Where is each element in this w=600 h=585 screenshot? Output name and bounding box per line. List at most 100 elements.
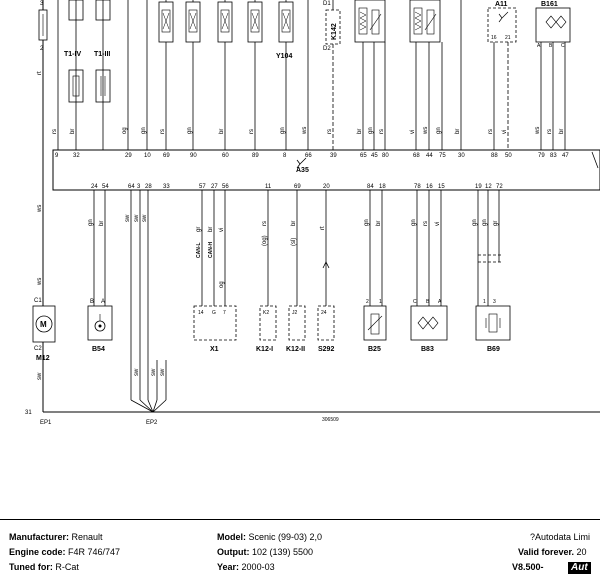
a11-pin-16: 16	[491, 35, 497, 41]
a11-pin-21: 21	[505, 35, 511, 41]
module-top-wire: ws	[423, 127, 429, 135]
module-top-pin: 66	[305, 153, 312, 159]
pin-d2: D2	[323, 46, 331, 52]
engine-value: F4R 746/747	[68, 547, 121, 557]
b83-pin-a: A	[438, 299, 442, 305]
label-k142: K142	[331, 23, 338, 40]
pin-d1: D1	[323, 1, 331, 7]
b54-wire-br: br	[99, 221, 105, 226]
module-top-wire: br	[219, 129, 225, 134]
wire-rt-left: rt	[37, 71, 43, 75]
module-top-wire: gn	[141, 127, 147, 134]
sensor-group-1	[354, 0, 386, 150]
ep2-wire-sw-3: sw	[142, 214, 148, 222]
ep2-wire-sw-1: sw	[125, 214, 131, 222]
manufacturer-row: Manufacturer: Renault	[9, 532, 103, 542]
b161-pin-c: C	[561, 43, 565, 49]
ground-ep2: EP2	[146, 420, 158, 426]
module-top-wire: gn	[368, 127, 374, 134]
m12-wire-ws-2: ws	[37, 278, 43, 286]
module-top-pin: 89	[252, 153, 259, 159]
label-m12: M12	[36, 355, 50, 362]
module-top-pin: 83	[550, 153, 557, 159]
module-top-pin: 8	[283, 153, 287, 159]
module-top-wire: rs	[547, 129, 553, 134]
sensor-b161: B161 A B C	[535, 1, 571, 150]
k12ii-pin: J2	[292, 310, 298, 316]
version-text: V8.500-	[512, 562, 544, 572]
transformer-t1-iii: T1-III	[94, 0, 111, 150]
module-top-pin: 75	[439, 153, 446, 159]
module-top-wire: rs	[160, 129, 166, 134]
connector-k12: K2 J2 K12-I K12-II rs br (og) (sl)	[256, 190, 306, 353]
transistor-icon	[296, 157, 307, 169]
module-bottom-pin: 16	[426, 184, 433, 190]
b161-pin-b: B	[549, 43, 553, 49]
module-a35	[52, 149, 600, 191]
b161-pin-a: A	[537, 43, 541, 49]
module-bottom-pin: 11	[265, 184, 272, 190]
relay-k142: K142 D1 D2	[323, 0, 341, 150]
tuned-value: R-Cat	[55, 562, 79, 572]
label-a11: A11	[495, 1, 508, 8]
copyright-text: ?Autodata Limi	[530, 532, 591, 542]
label-b69: B69	[487, 346, 500, 353]
module-top-pin: 88	[491, 153, 498, 159]
b83-wire-vi: vi	[435, 222, 441, 226]
model-value: Scenic (99-03) 2,0	[248, 532, 323, 542]
module-top-wire: rs	[488, 129, 494, 134]
module-top-pin: 68	[413, 153, 420, 159]
module-top-wire: br	[559, 129, 565, 134]
connector-x1: 14 G 7 X1 gr br vi CAN-L CAN-H og	[193, 190, 237, 353]
tuned-row: Tuned for: R-Cat	[9, 562, 79, 572]
module-top-pin: 69	[163, 153, 170, 159]
m12-pin-c2: C2	[34, 346, 42, 352]
b25-wire-gn: gn	[364, 219, 370, 226]
x1-pin-7: 7	[223, 310, 226, 316]
year-row: Year: 2000-03	[217, 562, 275, 572]
module-bottom-pin: 57	[199, 184, 206, 190]
svg-text:M: M	[40, 320, 47, 329]
x1-wire-gr: gr	[196, 227, 202, 232]
transformer-t1-iv: T1-IV	[64, 0, 84, 150]
module-bottom-pin: 20	[323, 184, 330, 190]
m12-wire-ws-1: ws	[37, 205, 43, 213]
ground-ep2-wires: sw sw sw sw sw sw	[125, 190, 167, 413]
module-top-wire: br	[357, 129, 363, 134]
sensor-group-2	[409, 0, 443, 150]
label-y104: Y104	[276, 53, 292, 60]
injector-row	[158, 1, 294, 43]
output-value: 102 (139) 5500	[252, 547, 314, 557]
module-top-pin: 9	[55, 153, 59, 159]
sensor-b69: 1 3 B69 gn gn gr	[472, 190, 511, 353]
module-bottom-pin: 54	[102, 184, 109, 190]
module-bottom-pin: 15	[438, 184, 445, 190]
top-pin-2: 2	[40, 46, 44, 52]
module-top-wire: rs	[379, 129, 385, 134]
module-bottom-pin: 3	[137, 184, 141, 190]
b83-pin-b: B	[426, 299, 430, 305]
top-pin-3: 3	[40, 1, 44, 7]
b83-wire-rs: rs	[423, 221, 429, 226]
module-top-pin: 47	[562, 153, 569, 159]
s292-pin: 24	[321, 310, 327, 316]
year-value: 2000-03	[241, 562, 275, 572]
module-top-pin: 39	[330, 153, 337, 159]
module-bottom-pin: 18	[379, 184, 386, 190]
x1-can-l: CAN-L	[196, 242, 202, 258]
b54-pin-b: B	[90, 299, 94, 305]
brand-logo: Aut	[568, 562, 591, 574]
b69-pin-1: 1	[483, 299, 486, 305]
b25-pin-1: 1	[379, 299, 382, 305]
module-top-wire: rs	[52, 129, 58, 134]
diagram-ref: 306509	[322, 417, 339, 423]
x1-wire-br: br	[208, 227, 214, 232]
b54-wire-gn: gn	[88, 219, 94, 226]
module-top-wire: gn	[187, 127, 193, 134]
info-panel: Manufacturer: Renault Engine code: F4R 7…	[0, 519, 600, 585]
x1-wire-vi: vi	[219, 228, 225, 232]
sensor-b83: C B A B83 gn rs vi	[410, 190, 448, 353]
x1-wire-og: og	[219, 281, 225, 288]
